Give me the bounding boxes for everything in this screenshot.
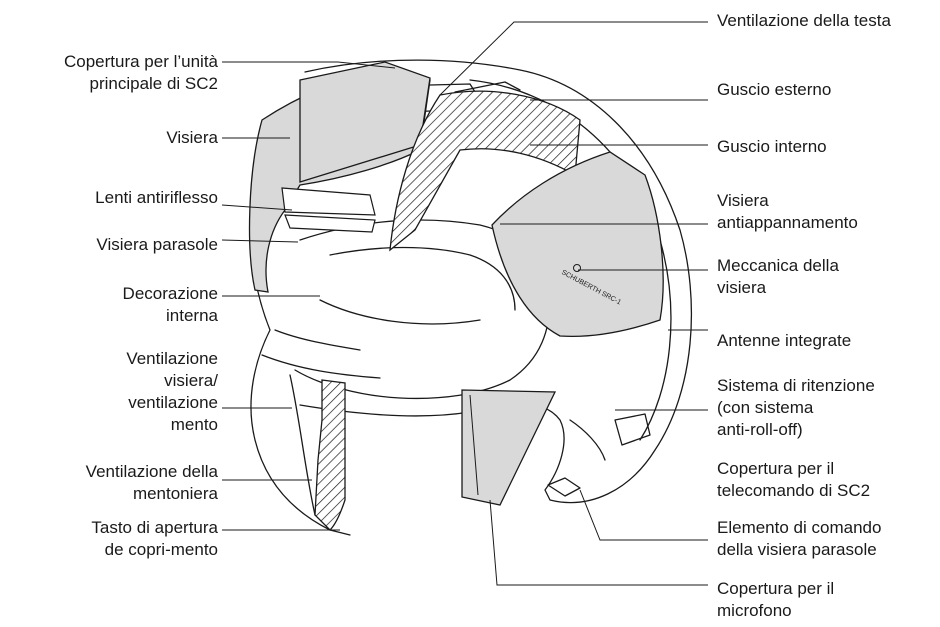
label-anti-glare-lens: Lenti antiriflesso <box>95 187 218 209</box>
label-chinguard-vent: Ventilazione della mentoniera <box>86 461 218 505</box>
anti-glare-lens-shape <box>282 188 375 215</box>
label-outer-shell: Guscio esterno <box>717 79 831 101</box>
label-remote-cover: Copertura per il telecomando di SC2 <box>717 458 870 502</box>
leader-microphone-cover <box>490 500 708 585</box>
label-microphone-cover: Copertura per il microfono <box>717 578 834 622</box>
label-integrated-antennas: Antenne integrate <box>717 330 851 352</box>
label-retention-system: Sistema di ritenzione (con sistema anti-… <box>717 375 875 441</box>
chin-section <box>315 380 345 530</box>
label-sun-visor-control: Elemento di comando della visiera paraso… <box>717 517 881 561</box>
label-head-vent: Ventilazione della testa <box>717 10 891 32</box>
antifog-visor-shape <box>492 152 663 336</box>
microphone-cover-shape <box>462 390 555 505</box>
label-chin-cover-button: Tasto di apertura de copri-mento <box>91 517 218 561</box>
label-interior-lining: Decorazione interna <box>123 283 218 327</box>
label-inner-shell: Guscio interno <box>717 136 827 158</box>
label-antifog-visor: Visiera antiappannamento <box>717 190 858 234</box>
label-visor-mechanism: Meccanica della visiera <box>717 255 839 299</box>
sun-visor-control-shape <box>548 478 580 496</box>
label-visor-chin-vent: Ventilazione visiera/ ventilazione mento <box>126 348 218 436</box>
leader-head-vent <box>440 22 708 95</box>
label-visor: Visiera <box>166 127 218 149</box>
remote-cover-shape <box>615 414 650 445</box>
label-main-unit-cover: Copertura per l’unità principale di SC2 <box>64 51 218 95</box>
label-sun-visor: Visiera parasole <box>96 234 218 256</box>
